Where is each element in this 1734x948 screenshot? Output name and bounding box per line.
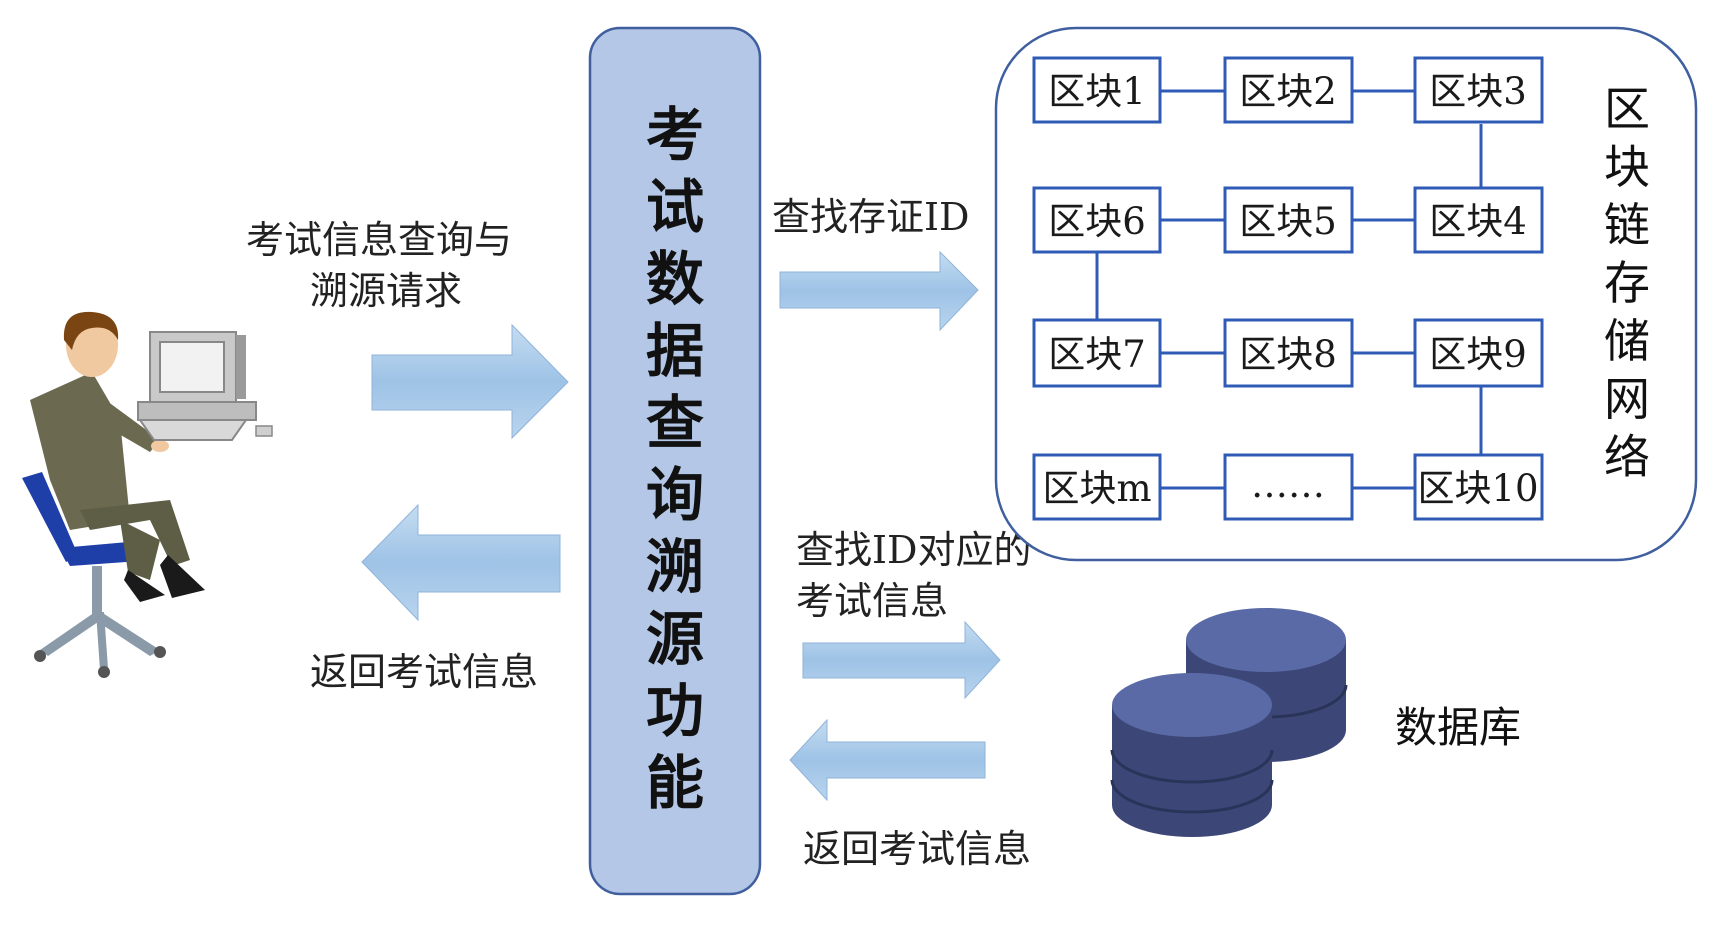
return-arrow-left [361,503,561,622]
block-4: 区块4 [1413,186,1544,254]
block-label: 区块8 [1239,333,1337,376]
vertical-char: 考 [646,101,704,169]
block-10: 区块10 [1413,453,1544,521]
block-ellipsis: …… [1223,453,1354,521]
find-exam-info-label-line2: 考试信息 [796,579,948,623]
vertical-char: 溯 [646,533,704,601]
user-at-computer-icon [22,311,273,678]
block-label: 区块1 [1048,70,1146,113]
block-8: 区块8 [1223,318,1354,388]
block-7: 区块7 [1032,318,1162,388]
vertical-char: 网 [1604,372,1650,426]
query-trace-function-label: 考试数据查询溯源功能 [646,101,704,817]
blockchain-network-label: 区块链存储网络 [1604,82,1650,484]
block-label: 区块10 [1417,467,1538,510]
find-id-arrow [779,250,979,332]
query-trace-function-panel [588,26,762,896]
block-1: 区块1 [1032,56,1162,124]
block-label: 区块5 [1239,200,1337,243]
vertical-char: 源 [646,605,704,673]
vertical-char: 链 [1604,198,1650,252]
find-info-arrow [802,620,1001,700]
block-2: 区块2 [1223,56,1354,124]
vertical-char: 功 [646,677,704,745]
vertical-char: 块 [1604,140,1650,194]
find-exam-info-label-line1: 查找ID对应的 [796,528,1031,572]
vertical-char: 区 [1604,82,1650,136]
database-label: 数据库 [1395,703,1521,752]
vertical-char: 络 [1604,430,1650,484]
user-request-label-line1: 考试信息查询与 [246,218,512,262]
request-arrow-right [371,323,569,440]
block-5: 区块5 [1223,186,1354,254]
block-label: 区块2 [1239,70,1337,113]
user-return-label: 返回考试信息 [310,650,538,694]
vertical-char: 数 [646,245,704,313]
vertical-char: 能 [646,749,704,817]
block-6: 区块6 [1032,186,1162,254]
vertical-char: 查 [646,389,704,457]
vertical-char: 询 [646,461,704,529]
vertical-char: 储 [1604,314,1650,368]
blockchain-network-container [994,26,1698,562]
db-return-label: 返回考试信息 [803,827,1031,871]
block-label: 区块4 [1429,200,1527,243]
vertical-char: 存 [1604,256,1650,310]
block-label: …… [1251,463,1325,506]
user-request-label-line2: 溯源请求 [310,269,462,313]
block-3: 区块3 [1413,56,1544,124]
db-return-arrow [789,718,986,802]
block-label: 区块3 [1429,70,1527,113]
block-label: 区块m [1042,467,1151,510]
vertical-char: 据 [646,317,704,385]
block-label: 区块9 [1429,333,1527,376]
block-connectors [1095,89,1483,490]
find-cert-id-label: 查找存证ID [772,195,969,239]
database-icon [1110,608,1348,837]
block-9: 区块9 [1413,318,1544,388]
vertical-char: 试 [646,173,704,241]
block-label: 区块6 [1048,200,1146,243]
block-label: 区块7 [1048,333,1146,376]
block-m: 区块m [1032,453,1162,521]
